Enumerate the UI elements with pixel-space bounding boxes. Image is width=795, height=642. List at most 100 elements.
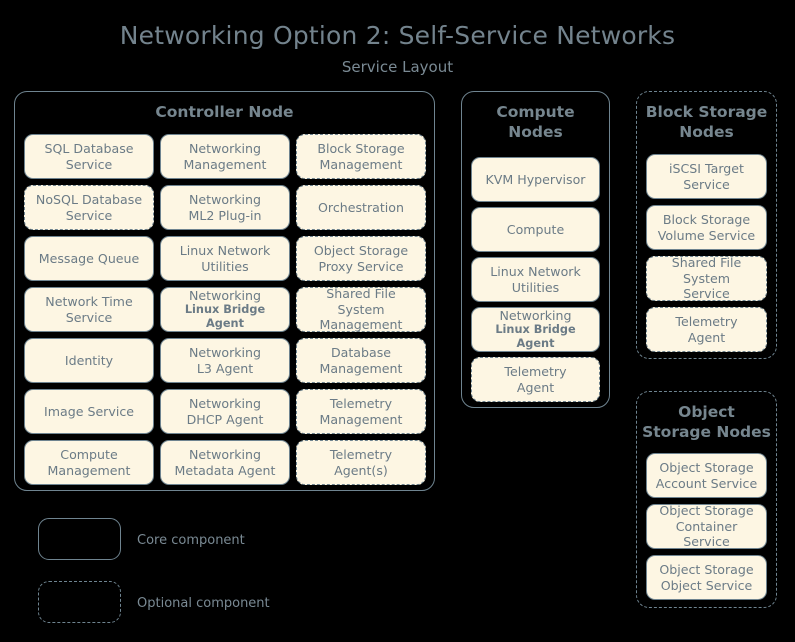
component-label-line1: Identity bbox=[64, 352, 114, 368]
component-label-line2: Management bbox=[319, 360, 403, 376]
compute-nodes-container: Compute Nodes bbox=[461, 91, 610, 408]
component-label-line2: Container Service bbox=[675, 518, 738, 550]
component-label-line1: Object Storage bbox=[659, 460, 754, 476]
compute-nodes-title-line1: Compute bbox=[496, 103, 575, 121]
component-label-line1: Networking bbox=[188, 141, 262, 157]
component-label-line1: Object Storage bbox=[659, 503, 754, 519]
compute-nodes-title-line2: Nodes bbox=[508, 122, 563, 141]
component-label-line2: Account Service bbox=[655, 475, 758, 491]
page-title: Networking Option 2: Self-Service Networ… bbox=[119, 21, 676, 50]
legend-optional-label: Optional component bbox=[137, 596, 270, 611]
component-box: Orchestration bbox=[296, 185, 426, 230]
component-label-line1: Block Storage bbox=[317, 141, 405, 157]
component-label-line2: ML2 Plug-in bbox=[188, 207, 262, 223]
component-label-line2: Utilities bbox=[511, 279, 560, 295]
component-label-line2: Agent bbox=[687, 329, 726, 345]
component-label-line2: Linux Bridge Agent bbox=[184, 303, 266, 331]
page-subtitle: Service Layout bbox=[341, 57, 454, 76]
component-label-line2: Service bbox=[65, 156, 113, 172]
legend-core-label: Core component bbox=[137, 533, 245, 548]
component-label-line1: Database bbox=[330, 345, 392, 361]
component-label-line1: NoSQL Database bbox=[35, 192, 143, 208]
component-label-line2: Linux Bridge Agent bbox=[495, 323, 576, 351]
component-label-line1: Compute bbox=[506, 221, 565, 237]
object-storage-title-line1: Object bbox=[678, 403, 735, 421]
component-label-line1: Networking bbox=[188, 192, 262, 208]
component-label-line2: Service bbox=[683, 176, 730, 192]
component-label-line2: Management bbox=[319, 317, 403, 333]
component-label-line2: Service bbox=[65, 309, 113, 325]
compute-nodes-title: Compute Nodes bbox=[462, 103, 609, 143]
component-label-line2: Service bbox=[65, 207, 113, 223]
legend-core-swatch bbox=[38, 518, 121, 560]
object-storage-nodes-title: Object Storage Nodes bbox=[637, 403, 776, 443]
component-label-line2: Metadata Agent bbox=[174, 462, 276, 478]
component-label-line1: Networking bbox=[188, 288, 262, 304]
component-label-line1: Image Service bbox=[44, 403, 134, 419]
component-label-line2: Management bbox=[319, 411, 403, 427]
component-label-line1: Telemetry bbox=[329, 447, 393, 463]
object-storage-nodes-container: Object Storage Nodes bbox=[636, 391, 777, 608]
component-label-line1: Telemetry bbox=[329, 396, 393, 412]
component-label-line1: Message Queue bbox=[38, 250, 140, 266]
component-label-line2: Volume Service bbox=[657, 227, 756, 243]
component-label-line1: Network Time bbox=[45, 294, 133, 310]
legend-optional-swatch bbox=[38, 581, 121, 623]
component-label-line2: DHCP Agent bbox=[186, 411, 264, 427]
component-label-line1: Networking bbox=[499, 308, 572, 324]
object-storage-title-line2: Storage Nodes bbox=[642, 422, 771, 441]
component-label-line2: L3 Agent bbox=[196, 360, 254, 376]
component-box: Identity bbox=[24, 338, 154, 383]
component-label-line2: Utilities bbox=[201, 258, 249, 274]
component-label-line2: Proxy Service bbox=[318, 258, 404, 274]
component-label-line1: SQL Database bbox=[44, 141, 134, 157]
component-label-line2: Agent(s) bbox=[334, 462, 388, 478]
component-label-line2: Object Service bbox=[660, 577, 753, 593]
title-block: Networking Option 2: Self-Service Networ… bbox=[0, 21, 795, 76]
component-label-line2: Management bbox=[47, 462, 131, 478]
block-storage-nodes-container: Block Storage Nodes bbox=[636, 91, 777, 359]
block-storage-title-line1: Block Storage bbox=[645, 103, 768, 121]
component-label-line1: Compute bbox=[60, 447, 118, 463]
component-label-line1: iSCSI Target bbox=[669, 161, 744, 177]
component-label-line2: Management bbox=[183, 156, 267, 172]
component-label-line1: KVM Hypervisor bbox=[485, 171, 586, 187]
component-label-line1: Linux Network bbox=[179, 243, 271, 259]
component-label-line2: Service bbox=[683, 286, 730, 302]
component-label-line1: Networking bbox=[188, 396, 262, 412]
component-label-line1: Object Storage bbox=[313, 243, 409, 259]
block-storage-nodes-title: Block Storage Nodes bbox=[637, 103, 776, 143]
component-label-line1: Linux Network bbox=[490, 264, 581, 280]
component-label-line1: Telemetry bbox=[675, 314, 738, 330]
block-storage-title-line2: Nodes bbox=[679, 122, 734, 141]
component-label-line1: Telemetry bbox=[504, 364, 567, 380]
component-box: KVM Hypervisor bbox=[471, 157, 600, 202]
component-box: Message Queue bbox=[24, 236, 154, 281]
component-label-line1: Shared File System bbox=[326, 286, 396, 317]
component-label-line1: Networking bbox=[188, 345, 262, 361]
component-label-line1: Block Storage bbox=[662, 212, 751, 228]
